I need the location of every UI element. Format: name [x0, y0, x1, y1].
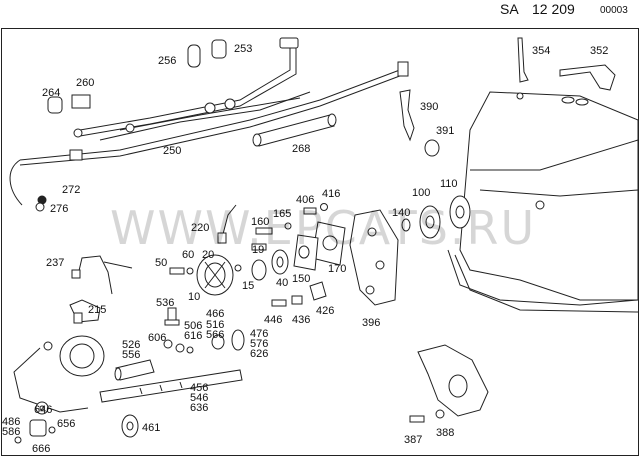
callout-268[interactable]: 268	[292, 143, 310, 155]
callout-237[interactable]: 237	[46, 257, 64, 269]
callout-506[interactable]: 506	[184, 320, 202, 332]
callout-390[interactable]: 390	[420, 101, 438, 113]
callout-476[interactable]: 476	[250, 328, 268, 340]
callout-461[interactable]: 461	[142, 422, 160, 434]
housing-left	[13, 335, 105, 415]
callout-456[interactable]: 456	[190, 382, 208, 394]
callout-10[interactable]: 10	[188, 291, 200, 303]
shaft-476-576-626	[231, 329, 245, 351]
callout-215[interactable]: 215	[88, 304, 106, 316]
callout-160[interactable]: 160	[251, 216, 269, 228]
bolt-536	[164, 307, 180, 326]
callout-170[interactable]: 170	[328, 263, 346, 275]
callout-264[interactable]: 264	[42, 87, 60, 99]
washers-506-606-616	[163, 339, 194, 354]
ring-466-516-566	[211, 334, 225, 350]
bolt-50-washer-60	[169, 267, 194, 275]
hose-220	[217, 204, 237, 244]
bolts-446-436-426	[271, 281, 327, 307]
callout-446[interactable]: 446	[264, 314, 282, 326]
header-group-code: 12 209	[532, 1, 575, 17]
callout-19[interactable]: 19	[252, 244, 264, 256]
shaft-456-546-636	[99, 369, 243, 403]
callout-666[interactable]: 666	[32, 443, 50, 455]
bracket-215	[69, 299, 101, 324]
callout-15[interactable]: 15	[242, 280, 254, 292]
callout-576[interactable]: 576	[250, 338, 268, 350]
callout-656[interactable]: 656	[57, 418, 75, 430]
callout-616[interactable]: 616	[184, 330, 202, 342]
callout-110[interactable]: 110	[440, 178, 458, 190]
parts-646-656-666	[14, 419, 56, 444]
callout-100[interactable]: 100	[412, 187, 430, 199]
callout-586[interactable]: 586	[2, 426, 20, 438]
callout-516[interactable]: 516	[206, 319, 224, 331]
callout-646[interactable]: 646	[34, 404, 52, 416]
pipe-237	[71, 255, 133, 295]
callout-391[interactable]: 391	[436, 125, 454, 137]
callout-536[interactable]: 536	[156, 297, 174, 309]
bolts-160-165-19	[251, 222, 292, 251]
callout-416[interactable]: 416	[322, 188, 340, 200]
callout-606[interactable]: 606	[148, 332, 166, 344]
pulleys-100-110-140	[401, 195, 471, 239]
callout-60[interactable]: 60	[182, 249, 194, 261]
callout-50[interactable]: 50	[155, 257, 167, 269]
callout-20[interactable]: 20	[202, 249, 214, 261]
callout-220[interactable]: 220	[191, 222, 209, 234]
callout-636[interactable]: 636	[190, 402, 208, 414]
engine-block	[447, 91, 639, 313]
callout-272[interactable]: 272	[62, 184, 80, 196]
callout-250[interactable]: 250	[163, 145, 181, 157]
callout-546[interactable]: 546	[190, 392, 208, 404]
cover-plate-170	[293, 221, 346, 271]
callout-256[interactable]: 256	[158, 55, 176, 67]
callout-486[interactable]: 486	[2, 416, 20, 428]
callout-436[interactable]: 436	[292, 314, 310, 326]
callout-387[interactable]: 387	[404, 434, 422, 446]
callout-388[interactable]: 388	[436, 427, 454, 439]
pump-cover-387-388	[409, 344, 489, 423]
callout-526[interactable]: 526	[122, 339, 140, 351]
callout-140[interactable]: 140	[392, 207, 410, 219]
callout-150[interactable]: 150	[292, 273, 310, 285]
callout-626[interactable]: 626	[250, 348, 268, 360]
callout-253[interactable]: 253	[234, 43, 252, 55]
sleeve-526-556	[114, 359, 155, 381]
callout-466[interactable]: 466	[206, 308, 224, 320]
spacer-461	[121, 414, 139, 438]
bracket-352-354	[517, 37, 616, 106]
callout-165[interactable]: 165	[273, 208, 291, 220]
fuel-lines-assembly	[9, 37, 409, 212]
header-prefix: SA	[500, 1, 519, 17]
callout-426[interactable]: 426	[316, 305, 334, 317]
bolt-406-washer-416	[303, 203, 328, 215]
callout-406[interactable]: 406	[296, 194, 314, 206]
callout-260[interactable]: 260	[76, 77, 94, 89]
header-sheet-number: 00003	[600, 5, 628, 16]
callout-566[interactable]: 566	[206, 329, 224, 341]
pipe-268	[252, 113, 337, 147]
clamp-260-264	[47, 94, 91, 114]
rubber-mounts-253-256	[187, 39, 227, 68]
callout-396[interactable]: 396	[362, 317, 380, 329]
pump-10	[196, 249, 289, 296]
callout-276[interactable]: 276	[50, 203, 68, 215]
callout-40[interactable]: 40	[276, 277, 288, 289]
callout-556[interactable]: 556	[122, 349, 140, 361]
pump-housing-396	[349, 209, 399, 306]
callout-354[interactable]: 354	[532, 45, 550, 57]
clip-390-grommet-391	[399, 89, 440, 157]
watermark: WWW.EPCATS.RU	[110, 201, 536, 255]
callout-352[interactable]: 352	[590, 45, 608, 57]
